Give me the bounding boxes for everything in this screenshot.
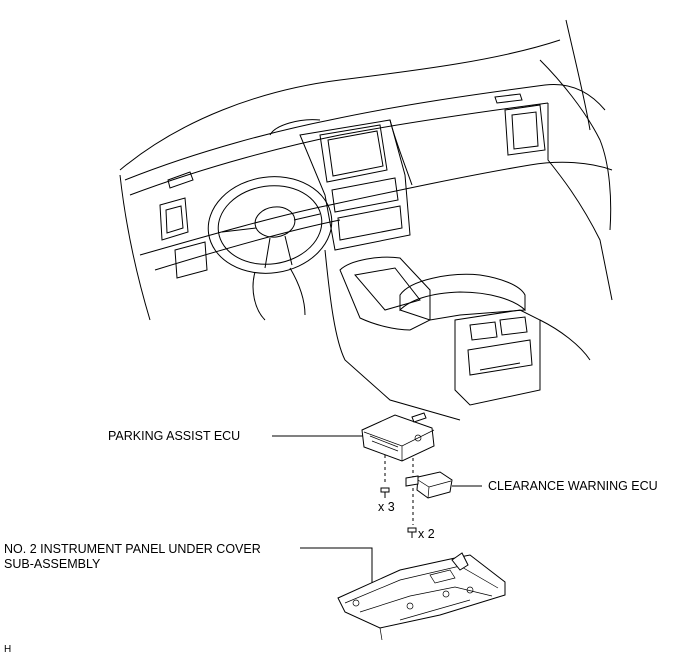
bolt-count-a: x 3 [378, 500, 395, 514]
label-parking-assist-ecu: PARKING ASSIST ECU [108, 429, 241, 443]
bolt-count-b: x 2 [418, 527, 435, 541]
label-under-cover-line2: SUB-ASSEMBLY [4, 557, 101, 571]
dashboard-illustration [119, 19, 613, 421]
label-clearance-warning-ecu: CLEARANCE WARNING ECU [488, 479, 658, 493]
corner-mark: H [4, 644, 12, 655]
bolt-icon [380, 487, 390, 498]
under-cover-icon [337, 552, 506, 641]
ecu-icon [405, 471, 453, 499]
bolt-icon [407, 527, 417, 538]
ecu-icon [361, 412, 435, 462]
label-under-cover-line1: NO. 2 INSTRUMENT PANEL UNDER COVER [4, 542, 261, 556]
